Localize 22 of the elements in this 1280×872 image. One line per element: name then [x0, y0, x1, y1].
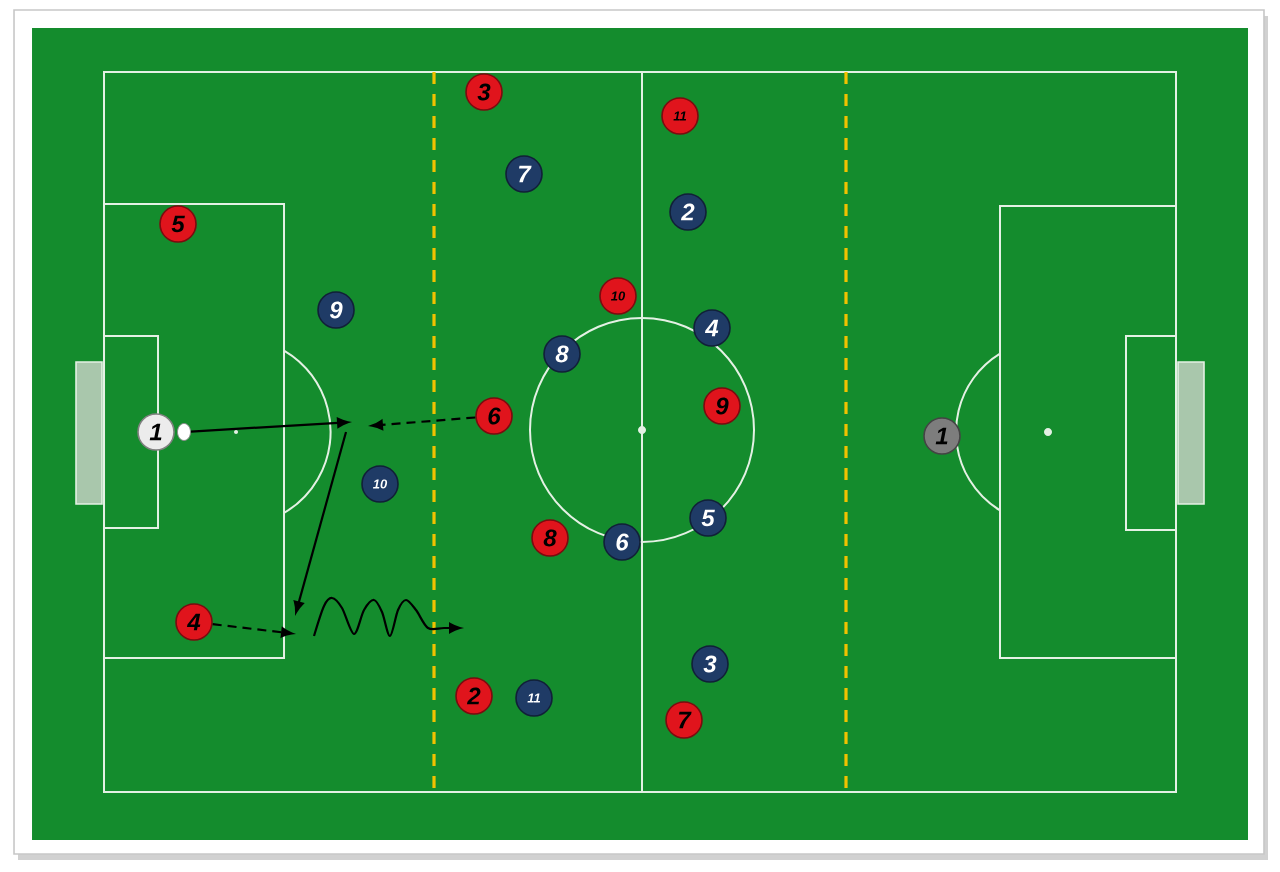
- player-disc: 8: [531, 519, 569, 557]
- player-disc: 8: [543, 335, 581, 373]
- player-disc: 6: [603, 523, 641, 561]
- dashed-arrow: [371, 416, 476, 430]
- player-disc: 2: [669, 193, 707, 231]
- player-disc: 3: [465, 73, 503, 111]
- player-disc: 7: [505, 155, 543, 193]
- player-disc: 1: [137, 413, 175, 451]
- player-disc: 4: [175, 603, 213, 641]
- player-disc: 6: [475, 397, 513, 435]
- arrow: [190, 417, 349, 433]
- player-disc: 9: [317, 291, 355, 329]
- dashed-arrow: [212, 623, 293, 638]
- player-disc: 7: [665, 701, 703, 739]
- player-disc: 9: [703, 387, 741, 425]
- player-disc: 3: [691, 645, 729, 683]
- player-disc: 5: [689, 499, 727, 537]
- player-disc: 1: [923, 417, 961, 455]
- player-disc: 4: [693, 309, 731, 347]
- player-disc: 2: [455, 677, 493, 715]
- player-disc: 5: [159, 205, 197, 243]
- ball: [177, 423, 191, 441]
